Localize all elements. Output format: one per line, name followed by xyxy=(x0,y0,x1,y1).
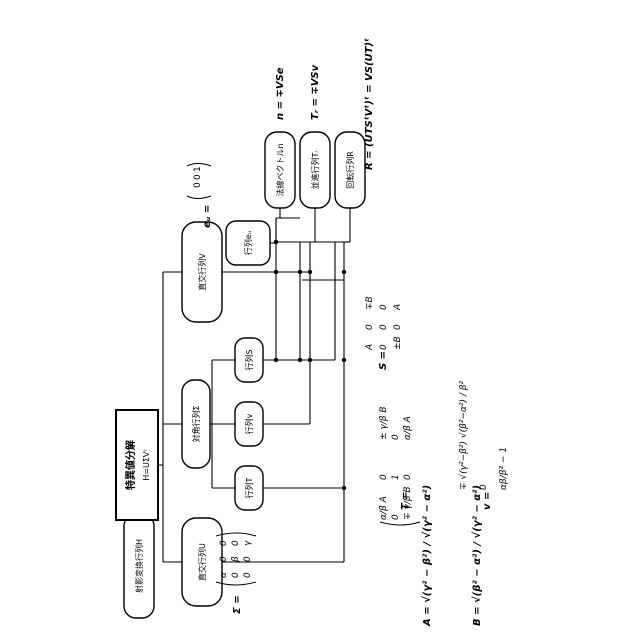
projection-label: 射影変換行列H xyxy=(134,539,144,593)
t-cell: 0 xyxy=(391,434,401,440)
normal-formula: n = ∓VSe xyxy=(275,67,286,120)
s-cell: 0 xyxy=(393,324,403,330)
mat-t-label: 行列T xyxy=(244,477,254,498)
v-equation: v = ∓ √(γ²−β²) √(β²−α²) / β² 0 αβ/β² − 1 xyxy=(458,380,509,510)
s-cell: 0 xyxy=(379,324,389,330)
t-cell: 0 xyxy=(379,474,389,480)
rotation-box: 回転行列R xyxy=(335,132,365,208)
v-cell: ∓ √(γ²−β²) √(β²−α²) / β² xyxy=(458,380,469,490)
sigma-cell: 0 xyxy=(243,572,253,578)
mat-s-label: 行列S xyxy=(244,349,254,370)
mat-ez-box: 行列eᵤ xyxy=(226,221,270,265)
t-equation: T = α/β A 0 ± γ/β B 0 1 0 ∓ γ/β B 0 α/β … xyxy=(379,406,420,525)
sigma-cell: 0 xyxy=(219,556,229,562)
mat-ez-label: 行列eᵤ xyxy=(243,231,253,255)
svd-formula: H=UΣVᵗ xyxy=(142,449,151,480)
orth-v-box: 直交行列V xyxy=(182,222,222,322)
v-lhs: v = xyxy=(482,492,493,510)
t-cell: ± γ/β B xyxy=(379,406,389,440)
sigma-cell: 0 xyxy=(243,556,253,562)
translation-box: 並進行列Tᵣ xyxy=(300,132,330,208)
sigma-equation: Σ = α 0 0 0 β 0 0 0 γ xyxy=(216,533,256,614)
mat-s-box: 行列S xyxy=(235,338,263,382)
ez-1: 0 xyxy=(193,174,203,180)
t-cell: α/β A xyxy=(379,496,389,520)
sigma-lhs: Σ = xyxy=(232,595,243,614)
normal-label: 法線ベクトルn xyxy=(275,143,285,196)
rotation-formula: R = (UTSᵗVᵗ)ᵗ = VS(UT)ᵗ xyxy=(364,38,375,170)
ez-lhs: eᵤ = xyxy=(202,205,213,228)
t-cell: α/β A xyxy=(403,416,413,440)
sigma-cell: 0 xyxy=(231,572,241,578)
a-definition: A = √(γ² − β²) / √(γ² − α²) xyxy=(421,485,433,627)
s-lhs: S = xyxy=(378,351,389,370)
s-cell: ±B xyxy=(393,336,403,350)
translation-formula: Tᵣ = ∓VSv xyxy=(310,64,321,120)
t-cell: 0 xyxy=(403,474,413,480)
sigma-cell: β xyxy=(231,556,241,563)
diag-sigma-label: 対角行列Σ xyxy=(191,405,201,442)
s-cell: ∓B xyxy=(365,296,375,310)
translation-label: 並進行列Tᵣ xyxy=(310,150,320,190)
diag-sigma-box: 対角行列Σ xyxy=(182,380,210,468)
rotated-figure: 射影変換行列H 特異値分解 H=UΣVᵗ 直交行列U 対角行列Σ 直交行列V 行… xyxy=(116,38,509,627)
s-cell: A xyxy=(393,304,403,311)
ez-0: 0 xyxy=(193,182,203,188)
mat-v-box: 行列v xyxy=(235,402,263,446)
normal-box: 法線ベクトルn xyxy=(265,132,295,208)
orth-v-label: 直交行列V xyxy=(197,253,207,291)
projection-box: 射影変換行列H xyxy=(124,514,154,618)
t-cell: ∓ γ/β B xyxy=(403,486,413,520)
t-cell: 0 xyxy=(391,514,401,520)
t-cell: 1 xyxy=(391,474,401,480)
mat-t-box: 行列T xyxy=(235,466,263,510)
ab-definitions: A = √(γ² − β²) / √(γ² − α²) B = √(β² − α… xyxy=(421,485,483,627)
s-cell: A xyxy=(365,344,375,351)
result-connectors xyxy=(280,208,350,242)
orth-u-label: 直交行列U xyxy=(197,543,207,581)
rotation-label: 回転行列R xyxy=(345,151,355,189)
s-cell: 0 xyxy=(379,304,389,310)
s-cell: 0 xyxy=(365,324,375,330)
orth-u-box: 直交行列U xyxy=(182,518,222,606)
s-equation: S = A 0 ∓B 0 0 0 ±B 0 A xyxy=(365,296,403,370)
ez-2: 1 xyxy=(193,166,203,172)
sigma-cell: 0 xyxy=(219,540,229,546)
s-cell: 0 xyxy=(379,344,389,350)
sigma-cell: α xyxy=(219,572,229,578)
svd-title: 特異値分解 xyxy=(124,440,137,490)
ez-equation: eᵤ = 0 0 1 xyxy=(187,164,213,229)
b-definition: B = √(β² − α²) / √(γ² − α²) xyxy=(471,485,483,626)
sigma-cell: 0 xyxy=(231,540,241,546)
sigma-cell: γ xyxy=(243,540,253,546)
svd-box: 特異値分解 H=UΣVᵗ xyxy=(116,410,158,520)
mat-v-label: 行列v xyxy=(244,413,254,434)
v-cell: αβ/β² − 1 xyxy=(499,447,509,490)
